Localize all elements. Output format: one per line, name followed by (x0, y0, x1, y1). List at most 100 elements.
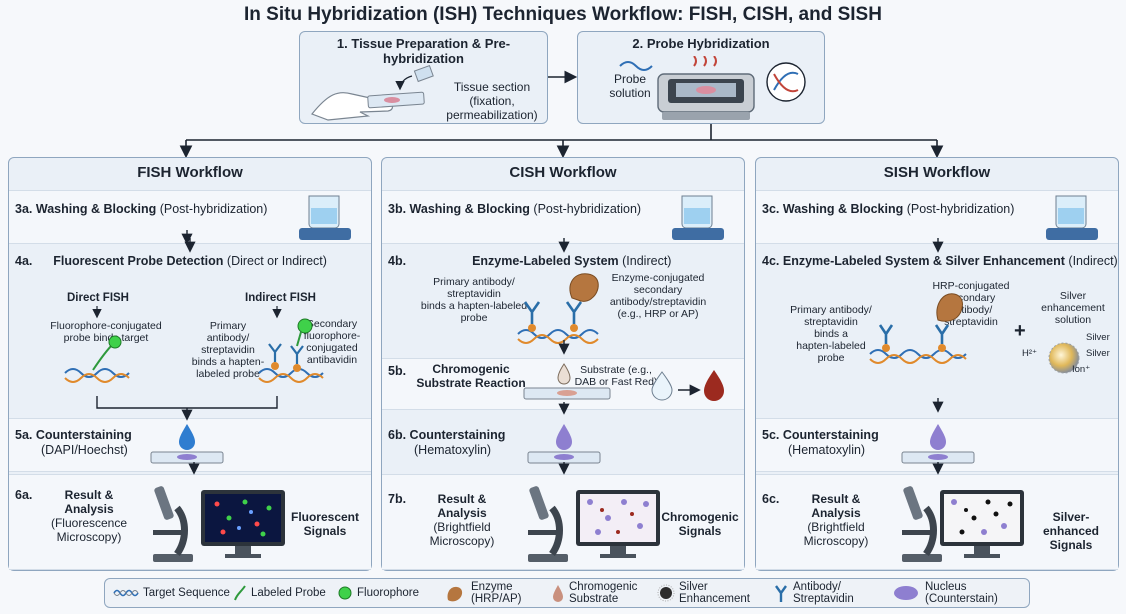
sish-step6-line1: Result & (811, 492, 861, 506)
cish-enzyme-line1: Enzyme-conjugated (611, 272, 705, 284)
indirect-primary-line5: labeled probe (196, 368, 260, 380)
legend-antibody-line2: Streptavidin (793, 592, 854, 605)
sish-primary-line2: streptavidin (804, 316, 858, 328)
fish-step4-number: 4a. (15, 254, 33, 268)
cish-step4-title: Enzyme-Labeled System (472, 254, 619, 268)
sish-primary-line1: Primary antibody/ (790, 304, 872, 316)
fish-step3-number: 3a. (15, 202, 33, 216)
sish-step6-line2: Analysis (811, 506, 861, 520)
sish-step4-sub: (Indirect) (1068, 254, 1118, 268)
sish-arrow-4-5 (932, 398, 944, 413)
cish-step6-title: Counterstaining (409, 428, 506, 442)
cish-substrate-line1: Substrate (e.g., (580, 364, 652, 376)
hematoxylin-drop-slide-icon (527, 424, 601, 464)
sish-workflow-panel: SISH Workflow 3c. Washing & Blocking (Po… (755, 157, 1119, 571)
sish-step3-sub: (Post-hybridization) (906, 202, 1015, 216)
probe-icon (619, 61, 653, 71)
silver-particle-icon (1048, 342, 1080, 374)
chromogenic-reaction-illustration (523, 363, 724, 401)
hybridizer-icon (657, 56, 755, 120)
cish-header: CISH Workflow (509, 164, 617, 181)
fish-arrow-5-6 (188, 462, 200, 475)
labeled-probe-icon (234, 584, 246, 600)
chromogenic-substrate-icon (553, 584, 563, 602)
step2-label-line2: solution (609, 86, 651, 100)
silver-solution-line1: Silver (1059, 290, 1087, 302)
cish-step5-number: 5b. (388, 364, 407, 378)
cish-step7-line2: Analysis (437, 506, 487, 520)
fish-step6-line1: Result & (64, 488, 114, 502)
fish-step5-number: 5a. (15, 428, 33, 442)
legend-antibody: Antibody/Streptavidin (773, 579, 854, 606)
legend-target-label: Target Sequence (143, 586, 230, 599)
cish-primary-line4: probe (460, 312, 488, 324)
hematoxylin-drop-slide-icon (901, 424, 975, 464)
cish-primary-line1: Primary antibody/ (433, 276, 515, 288)
legend-enzyme: Enzyme(HRP/AP) (445, 579, 521, 606)
cish-arrow-5-6 (558, 402, 570, 415)
cish-enzyme-line2: secondary (633, 284, 683, 296)
dapi-drop-slide-icon (150, 424, 224, 464)
microscope-icon (153, 486, 193, 562)
legend-fluorophore: Fluorophore (337, 579, 419, 606)
indirect-secondary-line4: antibavidin (306, 354, 358, 366)
sish-hrp-line4: streptavidin (944, 316, 998, 328)
cish-primary-line3: binds a hapten-labeled (420, 300, 528, 312)
fish-step3-title: Washing & Blocking (35, 202, 157, 216)
sish-primary-line4: hapten-labeled (796, 340, 866, 352)
cish-step7-line4: Microscopy) (429, 534, 495, 548)
sish-primary-line5: probe (817, 352, 845, 364)
tissue-preparation-box: 1. Tissue Preparation & Pre-hybridizatio… (299, 31, 548, 124)
cish-workflow-panel: CISH Workflow 3b. Washing & Blocking (Po… (381, 157, 745, 571)
fish-step5-sub: (DAPI/Hoechst) (41, 443, 128, 457)
fish-arrow-3-4 (184, 238, 196, 253)
legend-enzyme-line2: (HRP/AP) (471, 592, 522, 605)
legend-target-sequence: Target Sequence (113, 579, 230, 606)
fish-signals-line1: Fluorescent (290, 510, 359, 524)
stir-plate-icon (1046, 195, 1098, 240)
fish-detection-illustration (64, 230, 324, 421)
indirect-primary-line2: antibody/ (206, 332, 250, 344)
indirect-primary-line1: Primary (209, 320, 247, 332)
sish-hrp-line1: HRP-conjugated (932, 280, 1010, 292)
sish-primary-line3: binds a (814, 328, 848, 340)
direct-fish-title: Direct FISH (67, 292, 129, 304)
cish-step7-number: 7b. (388, 492, 407, 506)
sish-step3-number: 3c. (762, 202, 780, 216)
sish-step6-number: 6c. (762, 492, 780, 506)
legend-nucleus-line2: (Counterstain) (925, 592, 998, 605)
cish-enzyme-line3: antibody/streptavidin (609, 296, 707, 308)
fish-step3-sub: (Post-hybridization) (159, 202, 268, 216)
step1-label-line3: permeabilization) (446, 108, 538, 122)
sish-step3-title: Washing & Blocking (782, 202, 904, 216)
cish-step7-line1: Result & (437, 492, 487, 506)
step2-title: 2. Probe Hybridization (632, 36, 770, 51)
silver-solution-line2: enhancement (1041, 302, 1105, 314)
sish-step5-sub: (Hematoxylin) (788, 443, 866, 457)
direct-desc-line1: Fluorophore-conjugated (50, 320, 162, 332)
microscope-icon (902, 486, 942, 562)
fish-step6-line4: Microscopy) (56, 530, 122, 544)
step2-label-line1: Probe (613, 72, 647, 86)
sish-arrow-3-4 (932, 238, 944, 253)
h-ion-label: H²⁺ (1022, 348, 1038, 359)
cish-substrate-line2: DAB or Fast Red) (574, 376, 658, 388)
ion-label: Ion⁺ (1072, 364, 1091, 375)
cish-enzyme-line4: (e.g., HRP or AP) (617, 308, 699, 320)
indirect-fish-title: Indirect FISH (245, 292, 316, 304)
cish-step7-line3: (Brightfield (433, 520, 491, 534)
chromogenic-monitor-icon (576, 490, 660, 558)
cish-signals-line1: Chromogenic (661, 510, 739, 524)
legend: Target Sequence Labeled Probe Fluorophor… (104, 578, 1030, 608)
fish-step6-number: 6a. (15, 488, 33, 502)
direct-desc-line2: probe binds target (63, 332, 149, 344)
fish-step4-sub: (Direct or Indirect) (226, 254, 327, 268)
step1-label-line2: (fixation, (469, 94, 515, 108)
sish-signals-line1: Silver-enhanced (1042, 510, 1099, 538)
cish-step5-line2: Substrate Reaction (416, 376, 526, 390)
fish-workflow-panel: FISH Workflow 3a. Washing & Blocking (Po… (8, 157, 372, 571)
legend-enzyme-line1: Enzyme (471, 580, 513, 593)
sish-step5-title: Counterstaining (782, 428, 879, 442)
